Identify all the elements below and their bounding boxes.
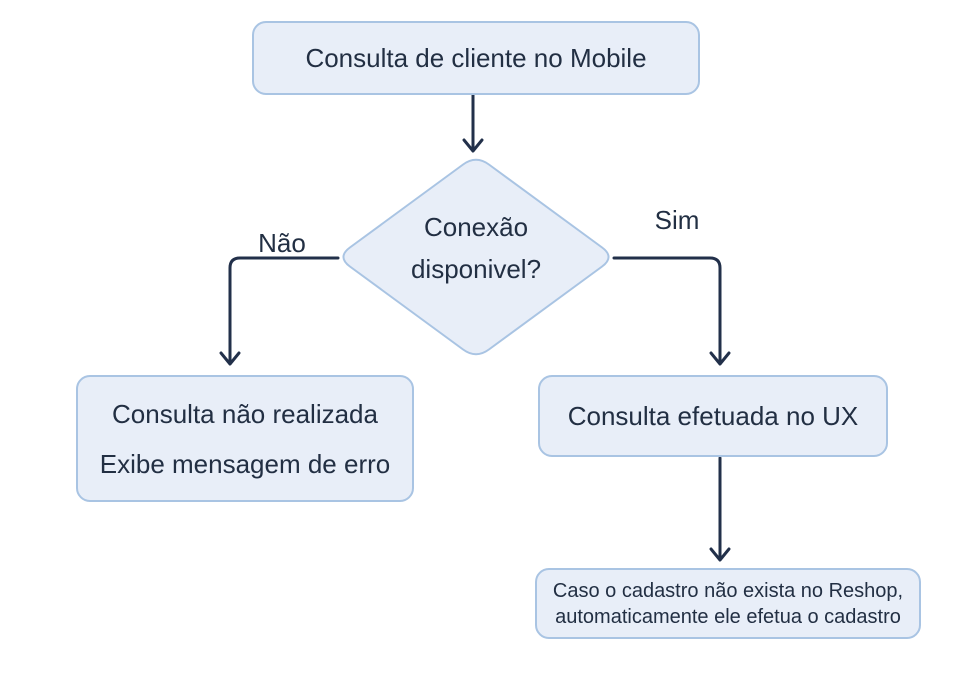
node-followup: Caso o cadastro não exista no Reshop, au… bbox=[535, 568, 921, 639]
node-followup-line-2: automaticamente ele efetua o cadastro bbox=[555, 605, 901, 628]
branch-label-yes: Sim bbox=[654, 205, 700, 235]
arrow-line bbox=[228, 256, 340, 364]
node-start-label: Consulta de cliente no Mobile bbox=[305, 42, 647, 73]
arrowhead-down-icon bbox=[709, 547, 731, 562]
node-error-line-2: Exibe mensagem de erro bbox=[99, 448, 391, 479]
node-decision: Conexão disponivel? bbox=[337, 146, 615, 350]
arrow-start-to-decision bbox=[462, 93, 484, 153]
node-start: Consulta de cliente no Mobile bbox=[252, 21, 700, 95]
decision-line-2: disponivel? bbox=[410, 254, 542, 284]
node-ux: Consulta efetuada no UX bbox=[538, 375, 888, 457]
branch-label-no: Não bbox=[258, 228, 306, 258]
arrow-ux-to-followup bbox=[709, 456, 731, 562]
arrow-decision-to-ux bbox=[612, 256, 731, 366]
arrow-decision-to-error bbox=[219, 256, 340, 366]
arrow-line bbox=[612, 256, 722, 364]
node-error-line-1: Consulta não realizada bbox=[112, 398, 378, 429]
decision-diamond-shape bbox=[342, 158, 610, 356]
arrowhead-down-icon bbox=[219, 351, 241, 366]
node-ux-label: Consulta efetuada no UX bbox=[567, 400, 859, 431]
arrowhead-down-icon bbox=[709, 351, 731, 366]
decision-line-1: Conexão bbox=[423, 212, 529, 242]
node-error: Consulta não realizada Exibe mensagem de… bbox=[76, 375, 414, 502]
node-followup-line-1: Caso o cadastro não exista no Reshop, bbox=[552, 579, 904, 602]
arrowhead-down-icon bbox=[462, 138, 484, 153]
